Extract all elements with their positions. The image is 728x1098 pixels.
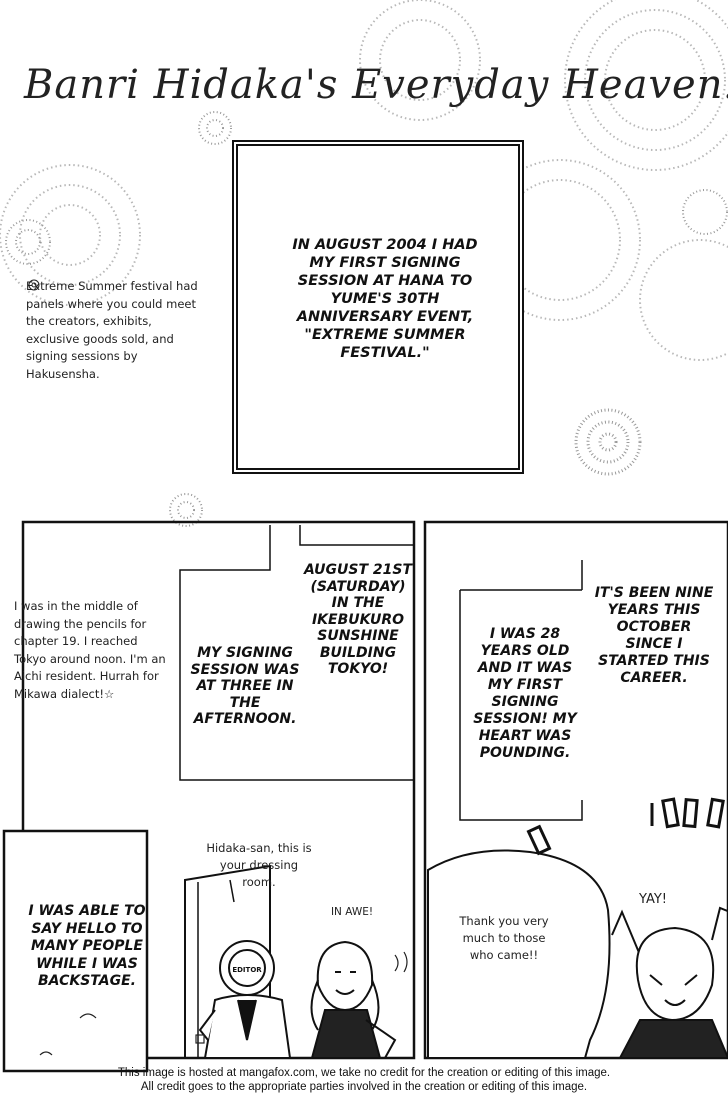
caption-date-place: August 21st (Saturday) in the Ikebukuro … xyxy=(303,562,413,677)
editor-figure xyxy=(184,864,292,1059)
speech-yay: YAY! xyxy=(639,892,667,907)
panel-borders xyxy=(2,520,728,1073)
artist-cheering-figure xyxy=(611,906,728,1059)
speech-in-awe: IN AWE! xyxy=(330,906,374,918)
caption-boxes xyxy=(179,525,583,821)
editor-badge: EDITOR xyxy=(232,966,262,974)
page-title: Banri Hidaka's Everyday Heaven! xyxy=(24,62,728,108)
thanks-speech-bubble xyxy=(427,849,611,1059)
credits-footer: This image is hosted at mangafox.com, we… xyxy=(0,1066,728,1094)
flower-bullet-icon xyxy=(28,279,40,291)
speech-dressing-room: Hidaka-san, this is your dressing room. xyxy=(206,841,312,889)
caption-session-time: My signing session was at three in the a… xyxy=(190,645,300,727)
caption-backstage: I was able to say hello to many people w… xyxy=(28,903,146,989)
speech-tails xyxy=(229,879,235,903)
intro-caption: In August 2004 I had my first signing se… xyxy=(292,237,478,361)
flower-decoration xyxy=(5,111,728,527)
sparkle-decoration xyxy=(0,0,728,361)
caption-age: I was 28 years old and it was my first s… xyxy=(473,626,577,761)
speech-thanks: Thank you very much to those who came!! xyxy=(459,914,549,962)
festival-note: Extreme Summer festival had panels where… xyxy=(26,279,198,381)
credits-line-1: This image is hosted at mangafox.com, we… xyxy=(117,1067,611,1079)
backstage-marks xyxy=(39,951,408,1056)
caption-career: It's been nine years this October since … xyxy=(594,585,714,686)
excitement-marks xyxy=(526,797,725,856)
intro-frame xyxy=(232,140,524,474)
artist-small-figure xyxy=(310,940,397,1059)
credits-line-2: All credit goes to the appropriate parti… xyxy=(140,1081,588,1093)
drawing-note: I was in the middle of drawing the penci… xyxy=(14,599,166,701)
